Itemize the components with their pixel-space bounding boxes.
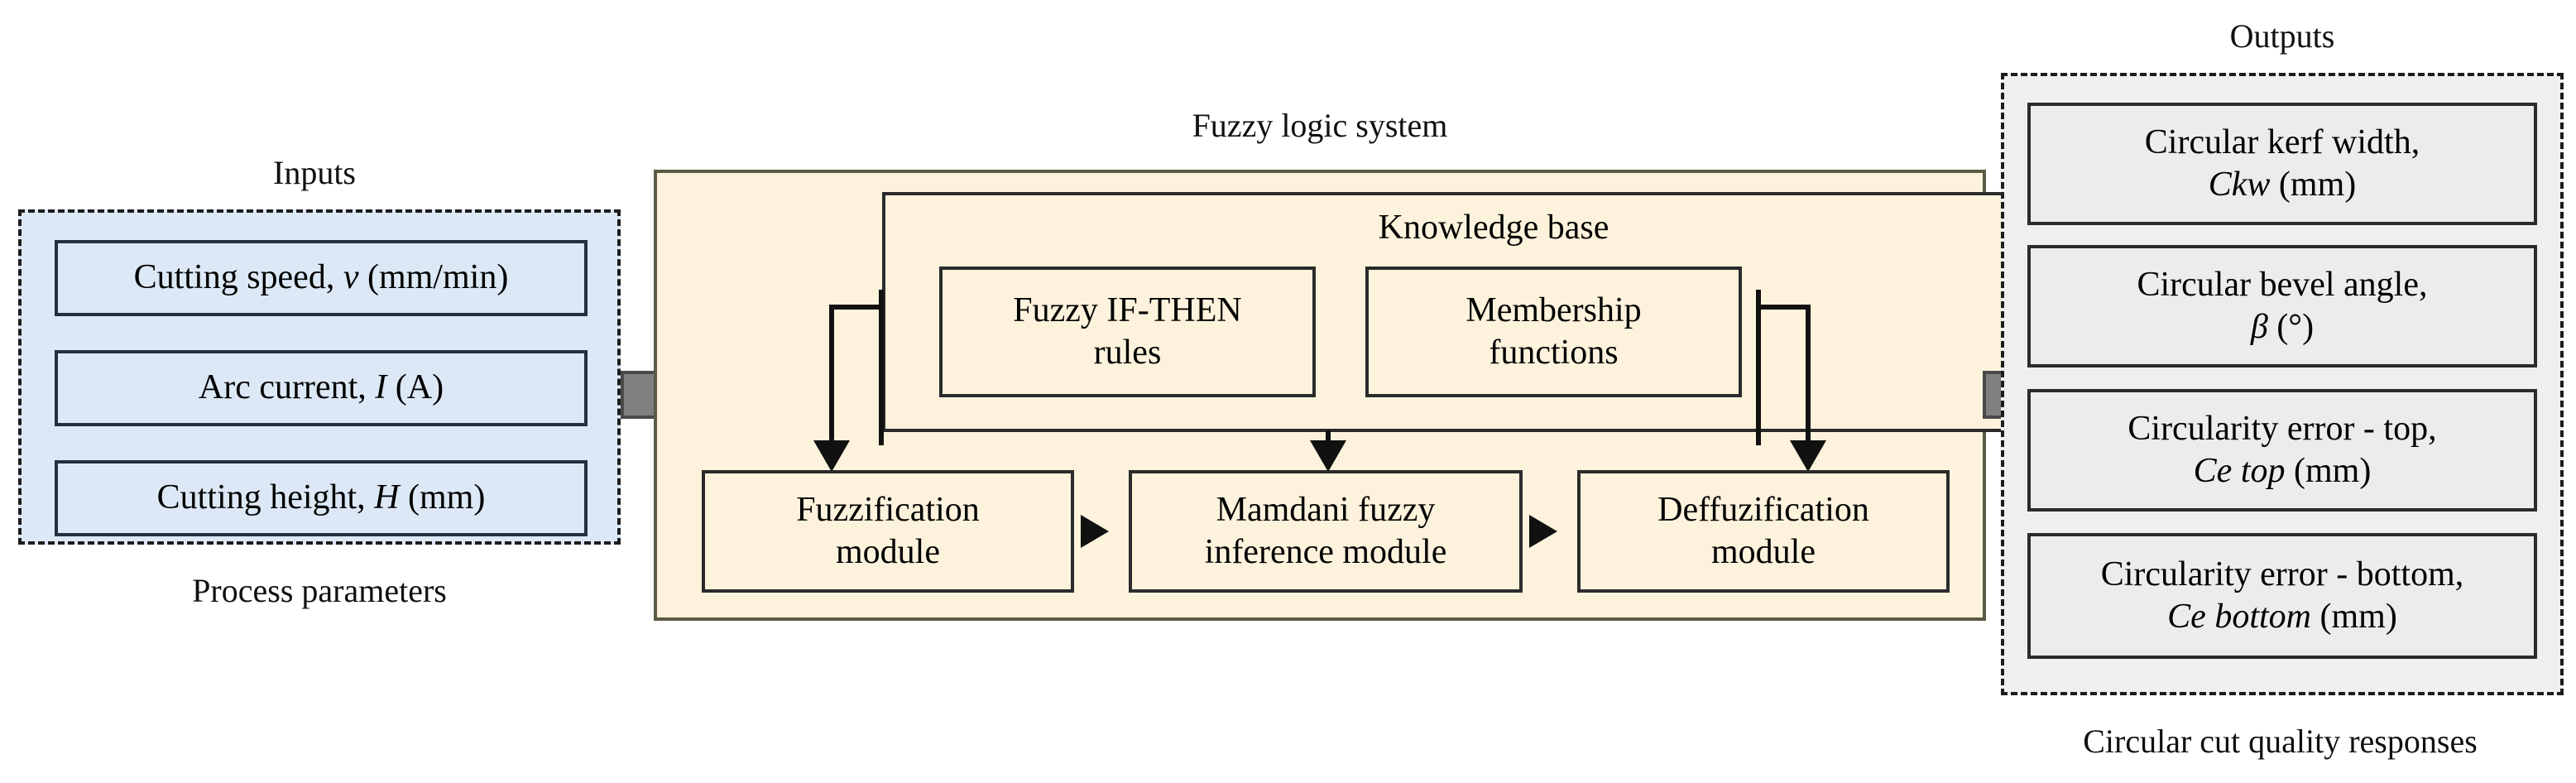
input-text-main: Cutting height, xyxy=(156,478,375,517)
output-ce-top-line1: Circularity error - top, xyxy=(2127,409,2437,448)
output-kerf-width-unit: (mm) xyxy=(2270,166,2357,204)
input-label-cutting-speed: Cutting speed, v (mm/min) xyxy=(134,257,509,299)
output-bevel-angle-unit: (°) xyxy=(2267,308,2315,346)
input-text-unit: (A) xyxy=(386,368,444,407)
output-bevel-angle-symbol: β xyxy=(2250,308,2268,346)
input-label-arc-current: Arc current, I (A) xyxy=(199,367,444,409)
arrowhead-to-mamdani xyxy=(1310,440,1346,472)
output-box-bevel-angle[interactable]: Circular bevel angle, β (°) xyxy=(2027,245,2537,367)
input-symbol: I xyxy=(375,368,387,407)
module-defuzzification-line1: Deffuzification xyxy=(1657,490,1869,529)
output-box-circularity-error-top[interactable]: Circularity error - top, Ce top (mm) xyxy=(2027,389,2537,512)
output-ce-top-symbol: Ce top xyxy=(2193,452,2286,490)
module-mamdani-line1: Mamdani fuzzy xyxy=(1216,490,1436,529)
kb-membership-text: Membership functions xyxy=(1465,290,1641,374)
module-fuzzification-line2: module xyxy=(836,533,940,571)
input-text-main: Arc current, xyxy=(198,368,376,407)
input-text-unit: (mm/min) xyxy=(358,258,509,297)
knowledge-base-box-rules[interactable]: Fuzzy IF-THEN rules xyxy=(939,267,1316,397)
module-defuzzification-line2: module xyxy=(1711,533,1816,571)
outputs-caption: Circular cut quality responses xyxy=(2083,723,2478,760)
module-box-defuzzification[interactable]: Deffuzification module xyxy=(1577,470,1950,593)
input-symbol: H xyxy=(374,478,400,517)
input-label-cutting-height: Cutting height, H (mm) xyxy=(157,477,486,519)
module-mamdani-line2: inference module xyxy=(1204,533,1447,571)
module-mamdani-text: Mamdani fuzzy inference module xyxy=(1205,489,1447,574)
arrow-mamdani-to-defuzzification xyxy=(1529,515,1557,548)
module-fuzzification-text: Fuzzification module xyxy=(796,489,980,574)
knowledge-base-box-membership[interactable]: Membership functions xyxy=(1365,267,1742,397)
input-box-cutting-height[interactable]: Cutting height, H (mm) xyxy=(55,460,588,536)
arrow-fuzzification-to-mamdani xyxy=(1081,515,1109,548)
output-ce-bottom-line1: Circularity error - bottom, xyxy=(2100,555,2464,593)
outputs-title: Outputs xyxy=(2229,17,2335,55)
output-ce-bottom-text: Circularity error - bottom, Ce bottom (m… xyxy=(2101,554,2464,638)
kb-rules-text: Fuzzy IF-THEN rules xyxy=(1013,290,1241,374)
connector-kb-left-vertical-b xyxy=(829,305,834,445)
input-symbol: v xyxy=(343,258,359,297)
arrowhead-to-fuzzification xyxy=(813,440,850,472)
connector-kb-center-vertical xyxy=(1326,430,1331,449)
kb-membership-line1: Membership xyxy=(1465,291,1642,329)
output-bevel-angle-text: Circular bevel angle, β (°) xyxy=(2137,264,2427,348)
connector-kb-left-horizontal xyxy=(829,305,882,310)
input-text-unit: (mm) xyxy=(399,478,486,517)
output-kerf-width-symbol: Ckw xyxy=(2208,166,2271,204)
output-kerf-width-line1: Circular kerf width, xyxy=(2144,122,2420,161)
inputs-title: Inputs xyxy=(273,154,356,191)
input-box-arc-current[interactable]: Arc current, I (A) xyxy=(55,350,588,426)
inputs-caption: Process parameters xyxy=(192,572,447,609)
output-ce-top-text: Circularity error - top, Ce top (mm) xyxy=(2127,408,2436,492)
knowledge-base-title: Knowledge base xyxy=(1378,209,1609,247)
kb-rules-line2: rules xyxy=(1093,334,1162,372)
connector-kb-right-vertical-b xyxy=(1806,305,1811,445)
output-box-kerf-width[interactable]: Circular kerf width, Ckw (mm) xyxy=(2027,103,2537,225)
module-defuzzification-text: Deffuzification module xyxy=(1657,489,1869,574)
input-box-cutting-speed[interactable]: Cutting speed, v (mm/min) xyxy=(55,240,588,316)
arrowhead-to-defuzzification xyxy=(1790,440,1826,472)
module-fuzzification-line1: Fuzzification xyxy=(796,490,980,529)
output-kerf-width-text: Circular kerf width, Ckw (mm) xyxy=(2145,122,2420,206)
input-text-main: Cutting speed, xyxy=(133,258,343,297)
output-box-circularity-error-bottom[interactable]: Circularity error - bottom, Ce bottom (m… xyxy=(2027,533,2537,659)
output-ce-bottom-symbol: Ce bottom xyxy=(2167,598,2311,636)
module-box-mamdani[interactable]: Mamdani fuzzy inference module xyxy=(1129,470,1523,593)
kb-rules-line1: Fuzzy IF-THEN xyxy=(1013,291,1242,329)
fuzzy-system-title: Fuzzy logic system xyxy=(1192,107,1448,144)
connector-kb-left-vertical-a xyxy=(879,290,884,445)
output-ce-top-unit: (mm) xyxy=(2285,452,2372,490)
output-ce-bottom-unit: (mm) xyxy=(2311,598,2397,636)
connector-kb-right-horizontal xyxy=(1756,305,1811,310)
connector-kb-right-vertical-a xyxy=(1756,290,1761,445)
module-box-fuzzification[interactable]: Fuzzification module xyxy=(702,470,1074,593)
kb-membership-line2: functions xyxy=(1489,334,1619,372)
output-bevel-angle-line1: Circular bevel angle, xyxy=(2137,265,2428,304)
